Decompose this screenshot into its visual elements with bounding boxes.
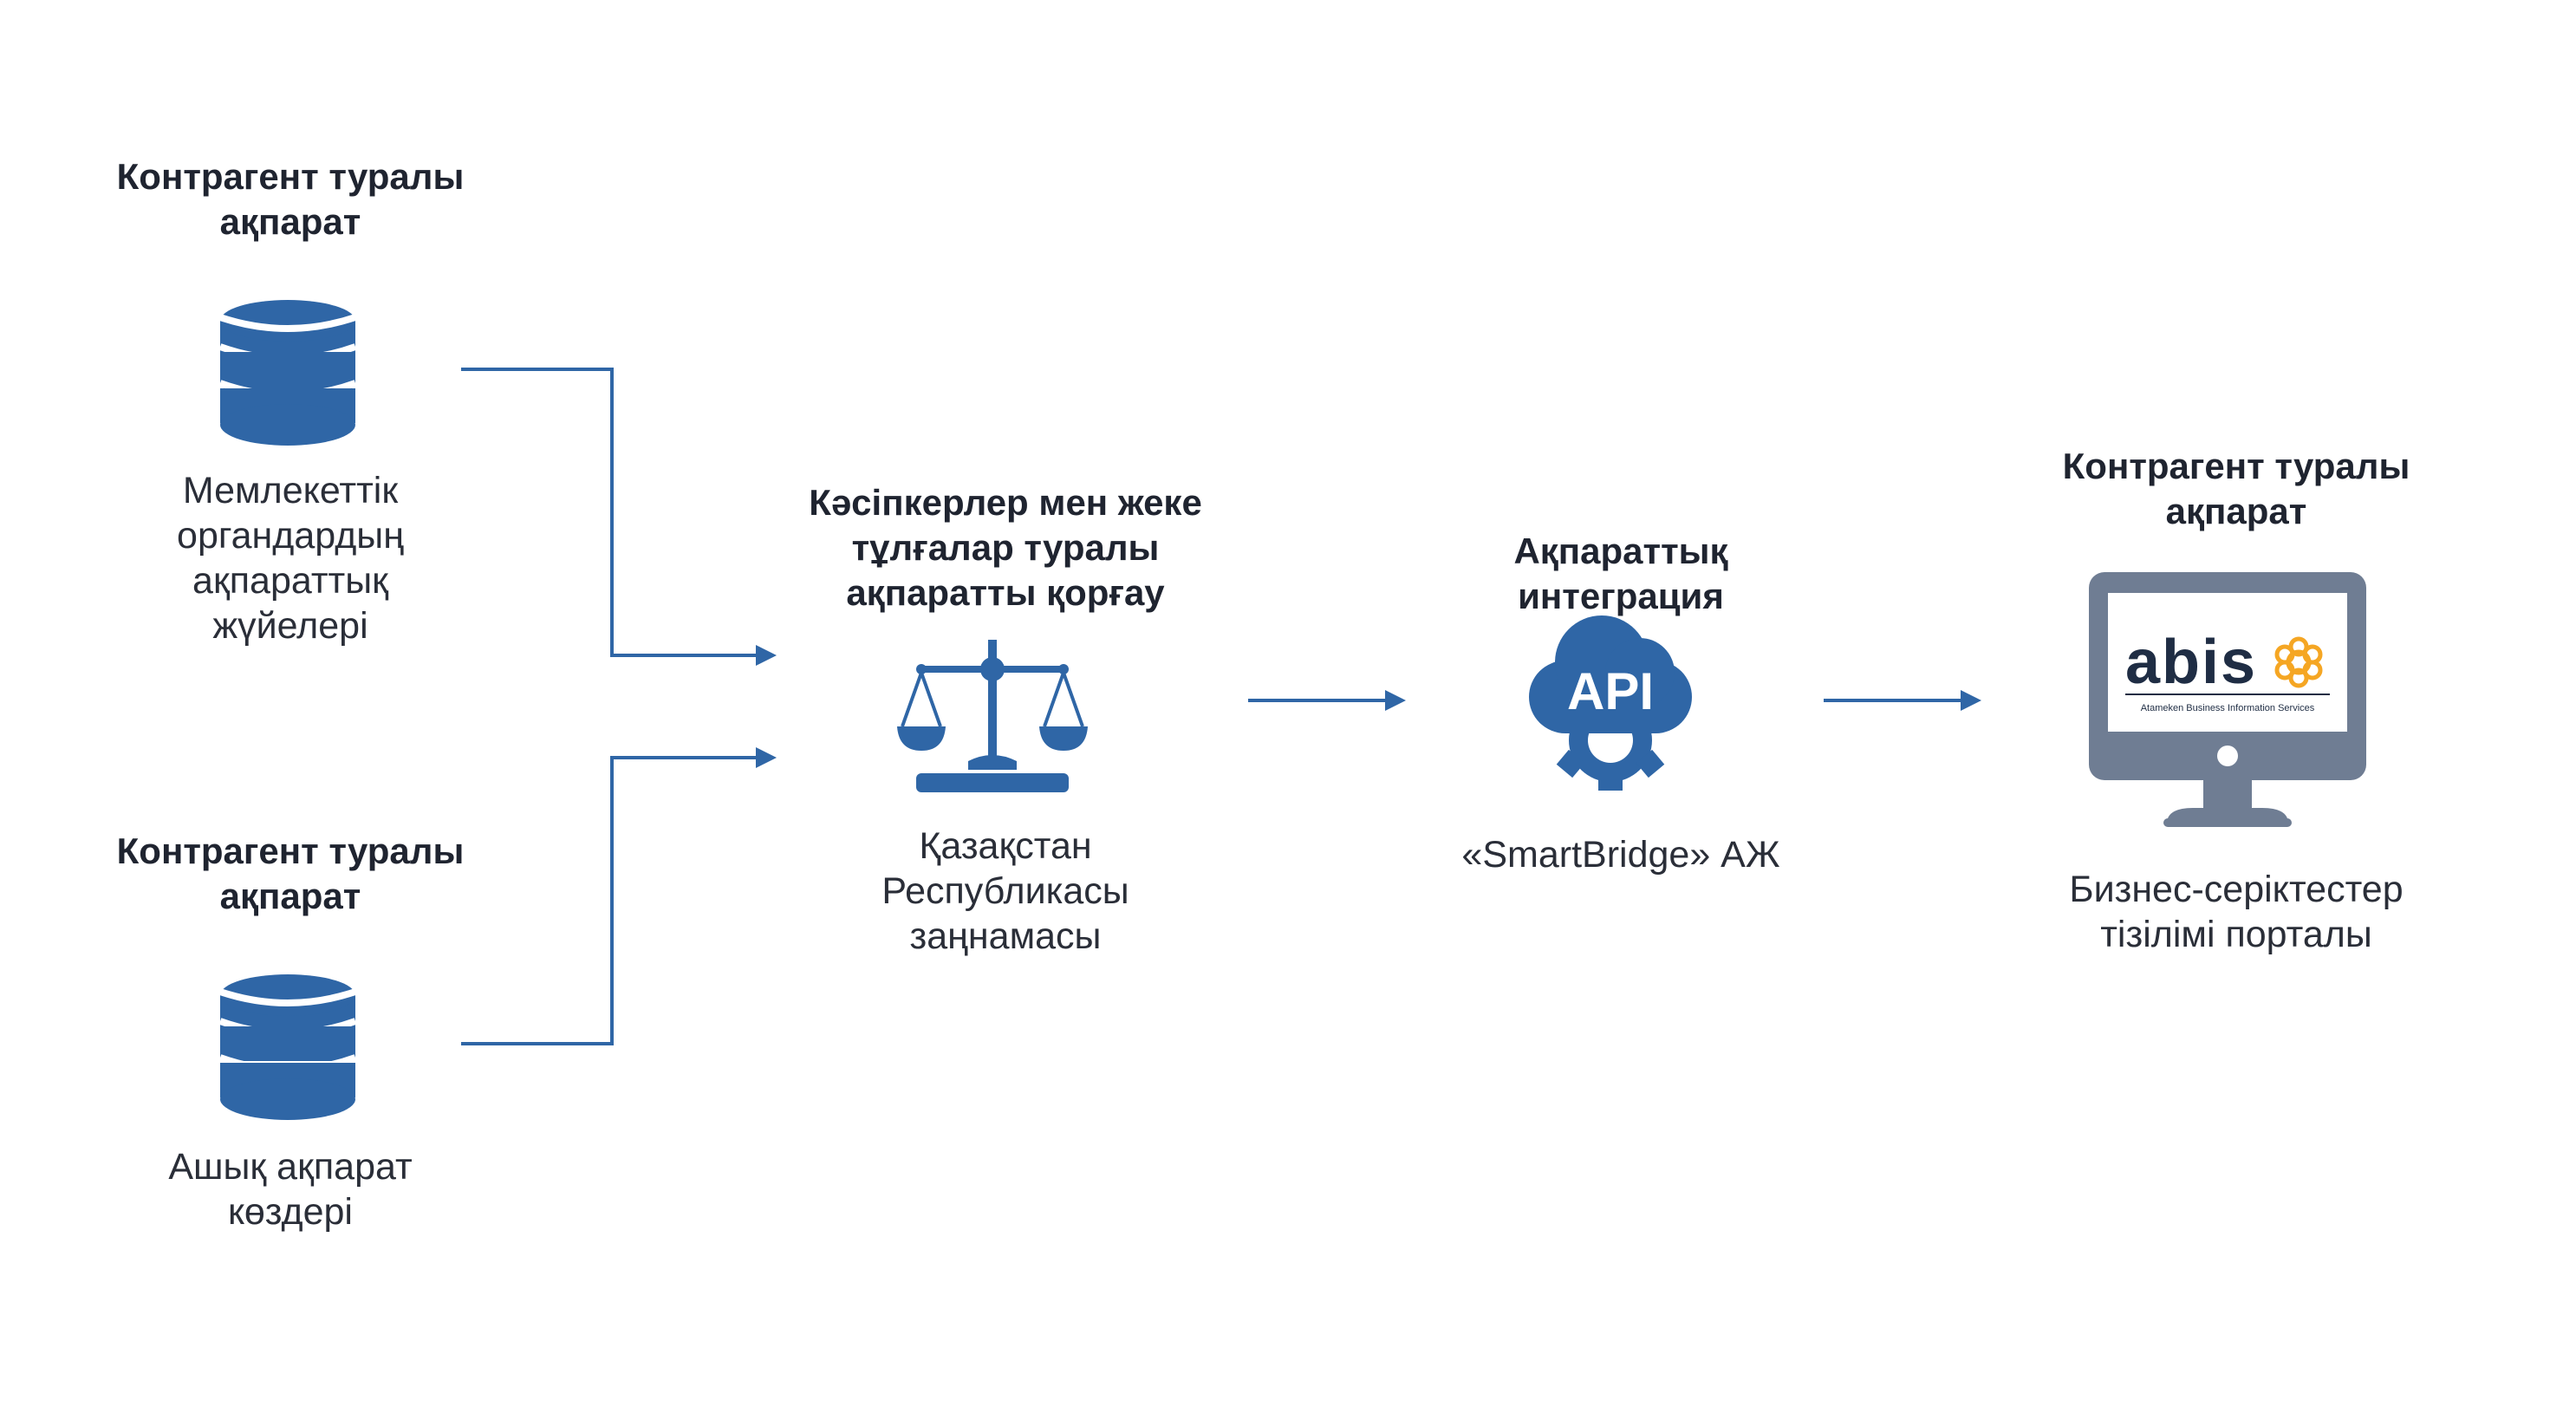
- connector-top-to-protection: [461, 368, 763, 657]
- svg-text:Atameken Business Information: Atameken Business Information Services: [2141, 703, 2315, 713]
- scales-icon: [897, 640, 1088, 792]
- source-bottom-title: Контрагент туралы ақпарат: [116, 830, 465, 916]
- source-bottom-caption: Ашық ақпарат көздері: [168, 1146, 413, 1233]
- connector-bottom-to-protection: [461, 756, 763, 1045]
- portal-caption: Бизнес-серіктестер тізілімі порталы: [2069, 869, 2404, 955]
- svg-text:abis: abis: [2125, 628, 2257, 697]
- integration-caption: «SmartBridge» АЖ: [1461, 834, 1780, 876]
- monitor-icon: [2089, 572, 2366, 827]
- database-icon: [218, 300, 357, 446]
- portal-title: Контрагент туралы ақпарат: [2062, 446, 2410, 531]
- arrowhead: [1385, 690, 1406, 711]
- protection-title: Кәсіпкерлер мен жеке тұлғалар туралы ақп…: [809, 482, 1202, 613]
- arrowhead: [756, 747, 777, 768]
- arrowhead: [1961, 690, 1981, 711]
- protection-caption: Қазақстан Республикасы заңнамасы: [881, 825, 1129, 957]
- api-cloud-label: API: [1567, 662, 1654, 720]
- api-cloud-icon: API: [1529, 615, 1692, 791]
- logo-mark-icon: [2274, 636, 2323, 688]
- arrowhead: [756, 645, 777, 666]
- integration-title: Ақпараттық интеграция: [1513, 531, 1728, 616]
- source-top-title: Контрагент туралы ақпарат: [116, 156, 465, 242]
- source-top-caption: Мемлекеттік органдардың ақпараттық жүйел…: [177, 470, 404, 647]
- abis-logo: abis Atameken Business Information Servi…: [2125, 628, 2330, 713]
- database-icon: [218, 974, 357, 1120]
